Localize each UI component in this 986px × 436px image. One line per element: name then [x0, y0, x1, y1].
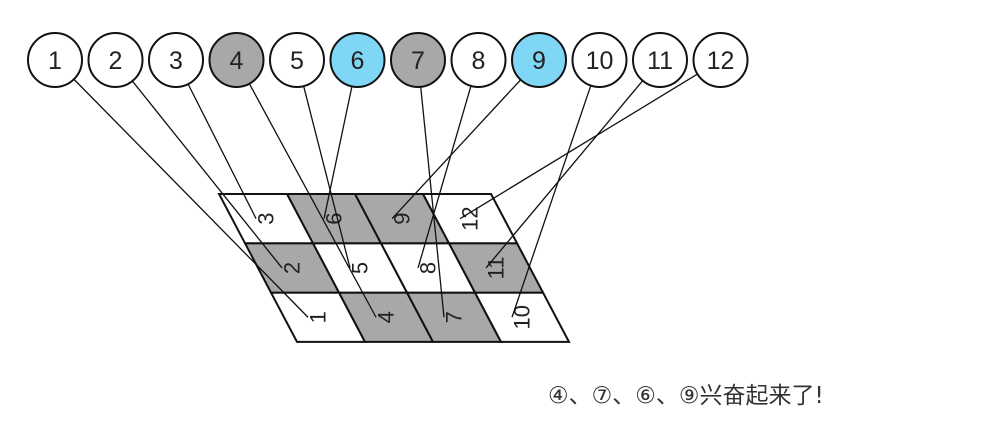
number-circle-shape — [632, 32, 688, 88]
caption-text: ④、⑦、⑥、⑨兴奋起来了! — [548, 383, 824, 409]
grid-cell-label: 2 — [280, 262, 305, 274]
number-circle-label: 3 — [169, 47, 183, 75]
number-circle-label: 11 — [647, 47, 673, 75]
number-circle-shape — [511, 32, 567, 88]
connector-line — [417, 85, 472, 269]
number-circle-label: 5 — [290, 47, 304, 75]
connector-line — [485, 80, 644, 269]
number-circle-shape — [148, 32, 204, 88]
grid-cell-label: 7 — [442, 311, 467, 323]
number-circle: 5 — [269, 32, 325, 88]
number-circle: 2 — [87, 32, 144, 88]
number-circle: 6 — [329, 32, 386, 88]
number-circle-label: 12 — [707, 47, 735, 75]
number-circle: 3 — [148, 32, 204, 88]
cell-grid: 1 4 7 10 2 5 8 11 3 6 9 12 — [217, 193, 571, 343]
grid-cell-label: 4 — [374, 311, 399, 323]
number-circle-shape — [27, 32, 83, 88]
grid-cell-label: 10 — [510, 305, 535, 329]
number-circle-label: 8 — [472, 47, 486, 75]
number-circle-label: 9 — [532, 47, 546, 75]
number-circle-shape — [390, 32, 446, 88]
grid-cell: 12 — [421, 193, 519, 245]
number-circle-shape — [208, 32, 265, 88]
connector-line — [73, 78, 309, 318]
grid-cell-shape — [421, 193, 519, 245]
number-circle-label: 4 — [230, 47, 244, 75]
number-circle: 8 — [450, 32, 507, 88]
number-circle-shape — [450, 32, 507, 88]
connector-line — [248, 83, 377, 318]
number-circle-label: 10 — [586, 47, 614, 75]
number-circle-label: 1 — [48, 47, 62, 75]
number-circle-shape — [87, 32, 144, 88]
number-circle-shape — [329, 32, 386, 88]
grid-cell-label: 8 — [416, 262, 441, 274]
number-circle-shape — [269, 32, 325, 88]
number-circle: 11 — [632, 32, 688, 88]
number-circle: 10 — [571, 32, 628, 88]
grid-cell-label: 5 — [348, 262, 373, 274]
connector-line — [420, 86, 445, 318]
number-circle: 7 — [390, 32, 446, 88]
connector-line — [131, 80, 283, 269]
grid-cell: 2 — [243, 242, 341, 294]
grid-cell-label: 1 — [306, 311, 331, 323]
grid-cell: 6 — [285, 193, 383, 245]
grid-cell: 7 — [405, 291, 503, 343]
number-circle-label: 7 — [411, 47, 425, 75]
grid-cell-label: 3 — [254, 213, 279, 225]
number-circle-shape — [571, 32, 628, 88]
number-circle-shape — [692, 32, 749, 88]
number-circle: 9 — [511, 32, 567, 88]
connector-line — [323, 86, 353, 219]
number-circle: 4 — [208, 32, 265, 88]
connector-line — [459, 73, 698, 220]
grid-cell-label: 6 — [322, 213, 347, 225]
connector-line — [303, 86, 351, 269]
number-circle-label: 2 — [109, 47, 123, 75]
grid-cell-label: 9 — [390, 213, 415, 225]
number-circle-label: 6 — [351, 47, 365, 75]
connector-line — [187, 83, 257, 219]
connector-line — [391, 79, 522, 220]
grid-cell: 10 — [473, 291, 571, 343]
connector-lines — [73, 73, 698, 318]
grid-cell-label: 11 — [484, 257, 509, 280]
grid-cell-label: 12 — [458, 206, 483, 230]
number-circle: 1 — [27, 32, 83, 88]
number-circle: 12 — [692, 32, 749, 88]
connector-line — [511, 85, 592, 318]
